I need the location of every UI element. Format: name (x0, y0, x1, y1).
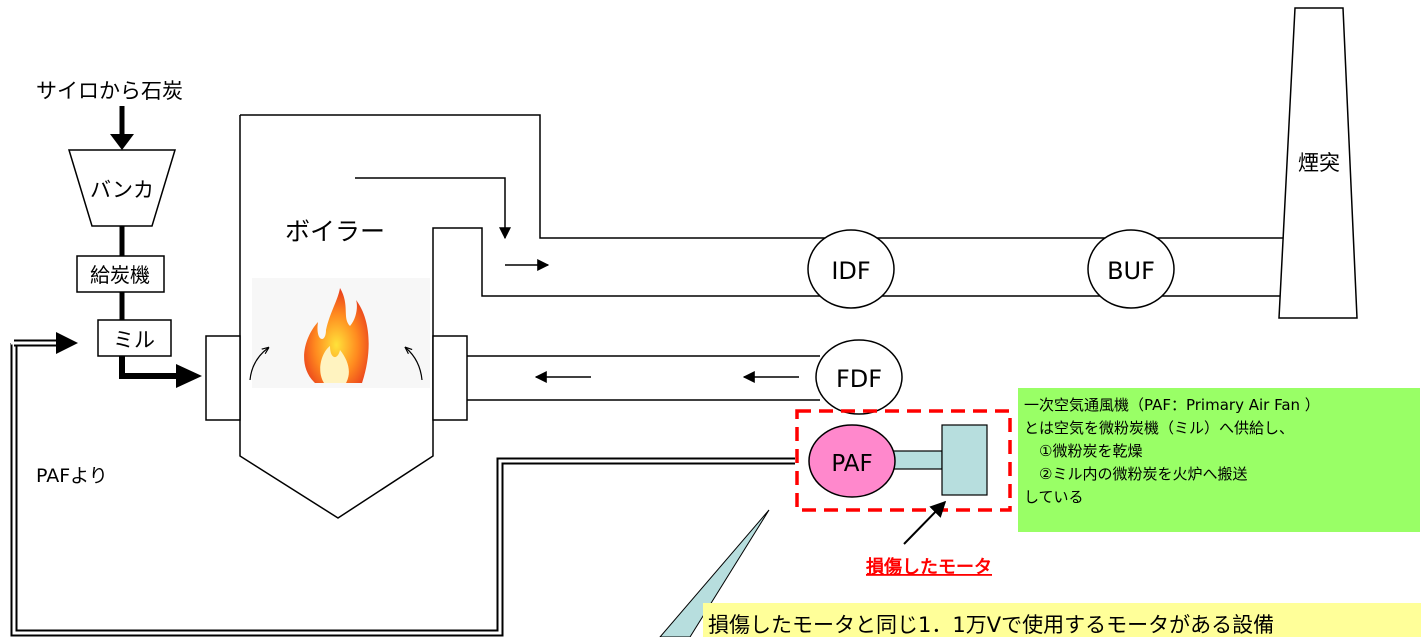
air-flow-arrow-right (406, 348, 423, 381)
damaged-motor-highlight-frame (795, 409, 1012, 512)
paf-air-arrow (56, 332, 78, 354)
damaged-motor-label: 損傷したモータ (866, 556, 992, 578)
burner-left (205, 335, 241, 421)
air-flow-arrow-left (249, 348, 268, 381)
fdf-air-duct (467, 355, 820, 401)
svg-text:②ミル内の微粉炭を火炉へ搬送: ②ミル内の微粉炭を火炉へ搬送 (1024, 465, 1247, 483)
svg-text:している: している (1024, 488, 1084, 506)
idf-fan (807, 229, 895, 309)
boiler-label: ボイラー (285, 217, 385, 246)
fdf-label: FDF (836, 365, 882, 393)
from-paf-label: PAFより (36, 465, 108, 487)
callout-pointer (659, 509, 770, 637)
callout-box (703, 603, 1421, 637)
coal-feeder (76, 255, 165, 293)
burner-right (432, 335, 468, 421)
svg-text:とは空気を微粉炭機（ミル）へ供給し、: とは空気を微粉炭機（ミル）へ供給し、 (1024, 419, 1294, 437)
buf-label: BUF (1107, 257, 1155, 285)
bunker-label: バンカ (90, 178, 154, 202)
fdf-fan (815, 339, 903, 415)
silo-coal-label: サイロから石炭 (36, 79, 183, 103)
damaged-motor (941, 424, 988, 496)
stack (1278, 7, 1358, 319)
coal-feeder-label: 給炭機 (90, 263, 150, 287)
paf-fan (808, 424, 896, 498)
idf-label: IDF (831, 257, 870, 285)
motor-shaft (891, 450, 943, 470)
paf-label: PAF (831, 451, 872, 477)
damaged-motor-pointer-arrow (903, 500, 947, 545)
callout-text: 損傷したモータと同じ1．1万Vで使用するモータがある設備 (708, 613, 1274, 637)
flame-icon (304, 288, 369, 383)
mill-to-boiler-pipe (119, 356, 180, 379)
stack-label: 煙突 (1298, 151, 1340, 175)
mill-label: ミル (113, 328, 155, 352)
flue-gas-arrow-upper (355, 177, 511, 240)
buf-fan (1087, 229, 1175, 309)
svg-text:①微粉炭を乾燥: ①微粉炭を乾燥 (1024, 442, 1142, 460)
paf-info-box (1018, 388, 1420, 532)
paf-info-text: 一次空気通風機（PAF：Primary Air Fan ） とは空気を微粉炭機（… (1024, 396, 1320, 506)
svg-text:一次空気通風機（PAF：Primary Air Fan ）: 一次空気通風機（PAF：Primary Air Fan ） (1024, 396, 1320, 414)
bunker (67, 149, 177, 227)
mill (97, 319, 172, 357)
